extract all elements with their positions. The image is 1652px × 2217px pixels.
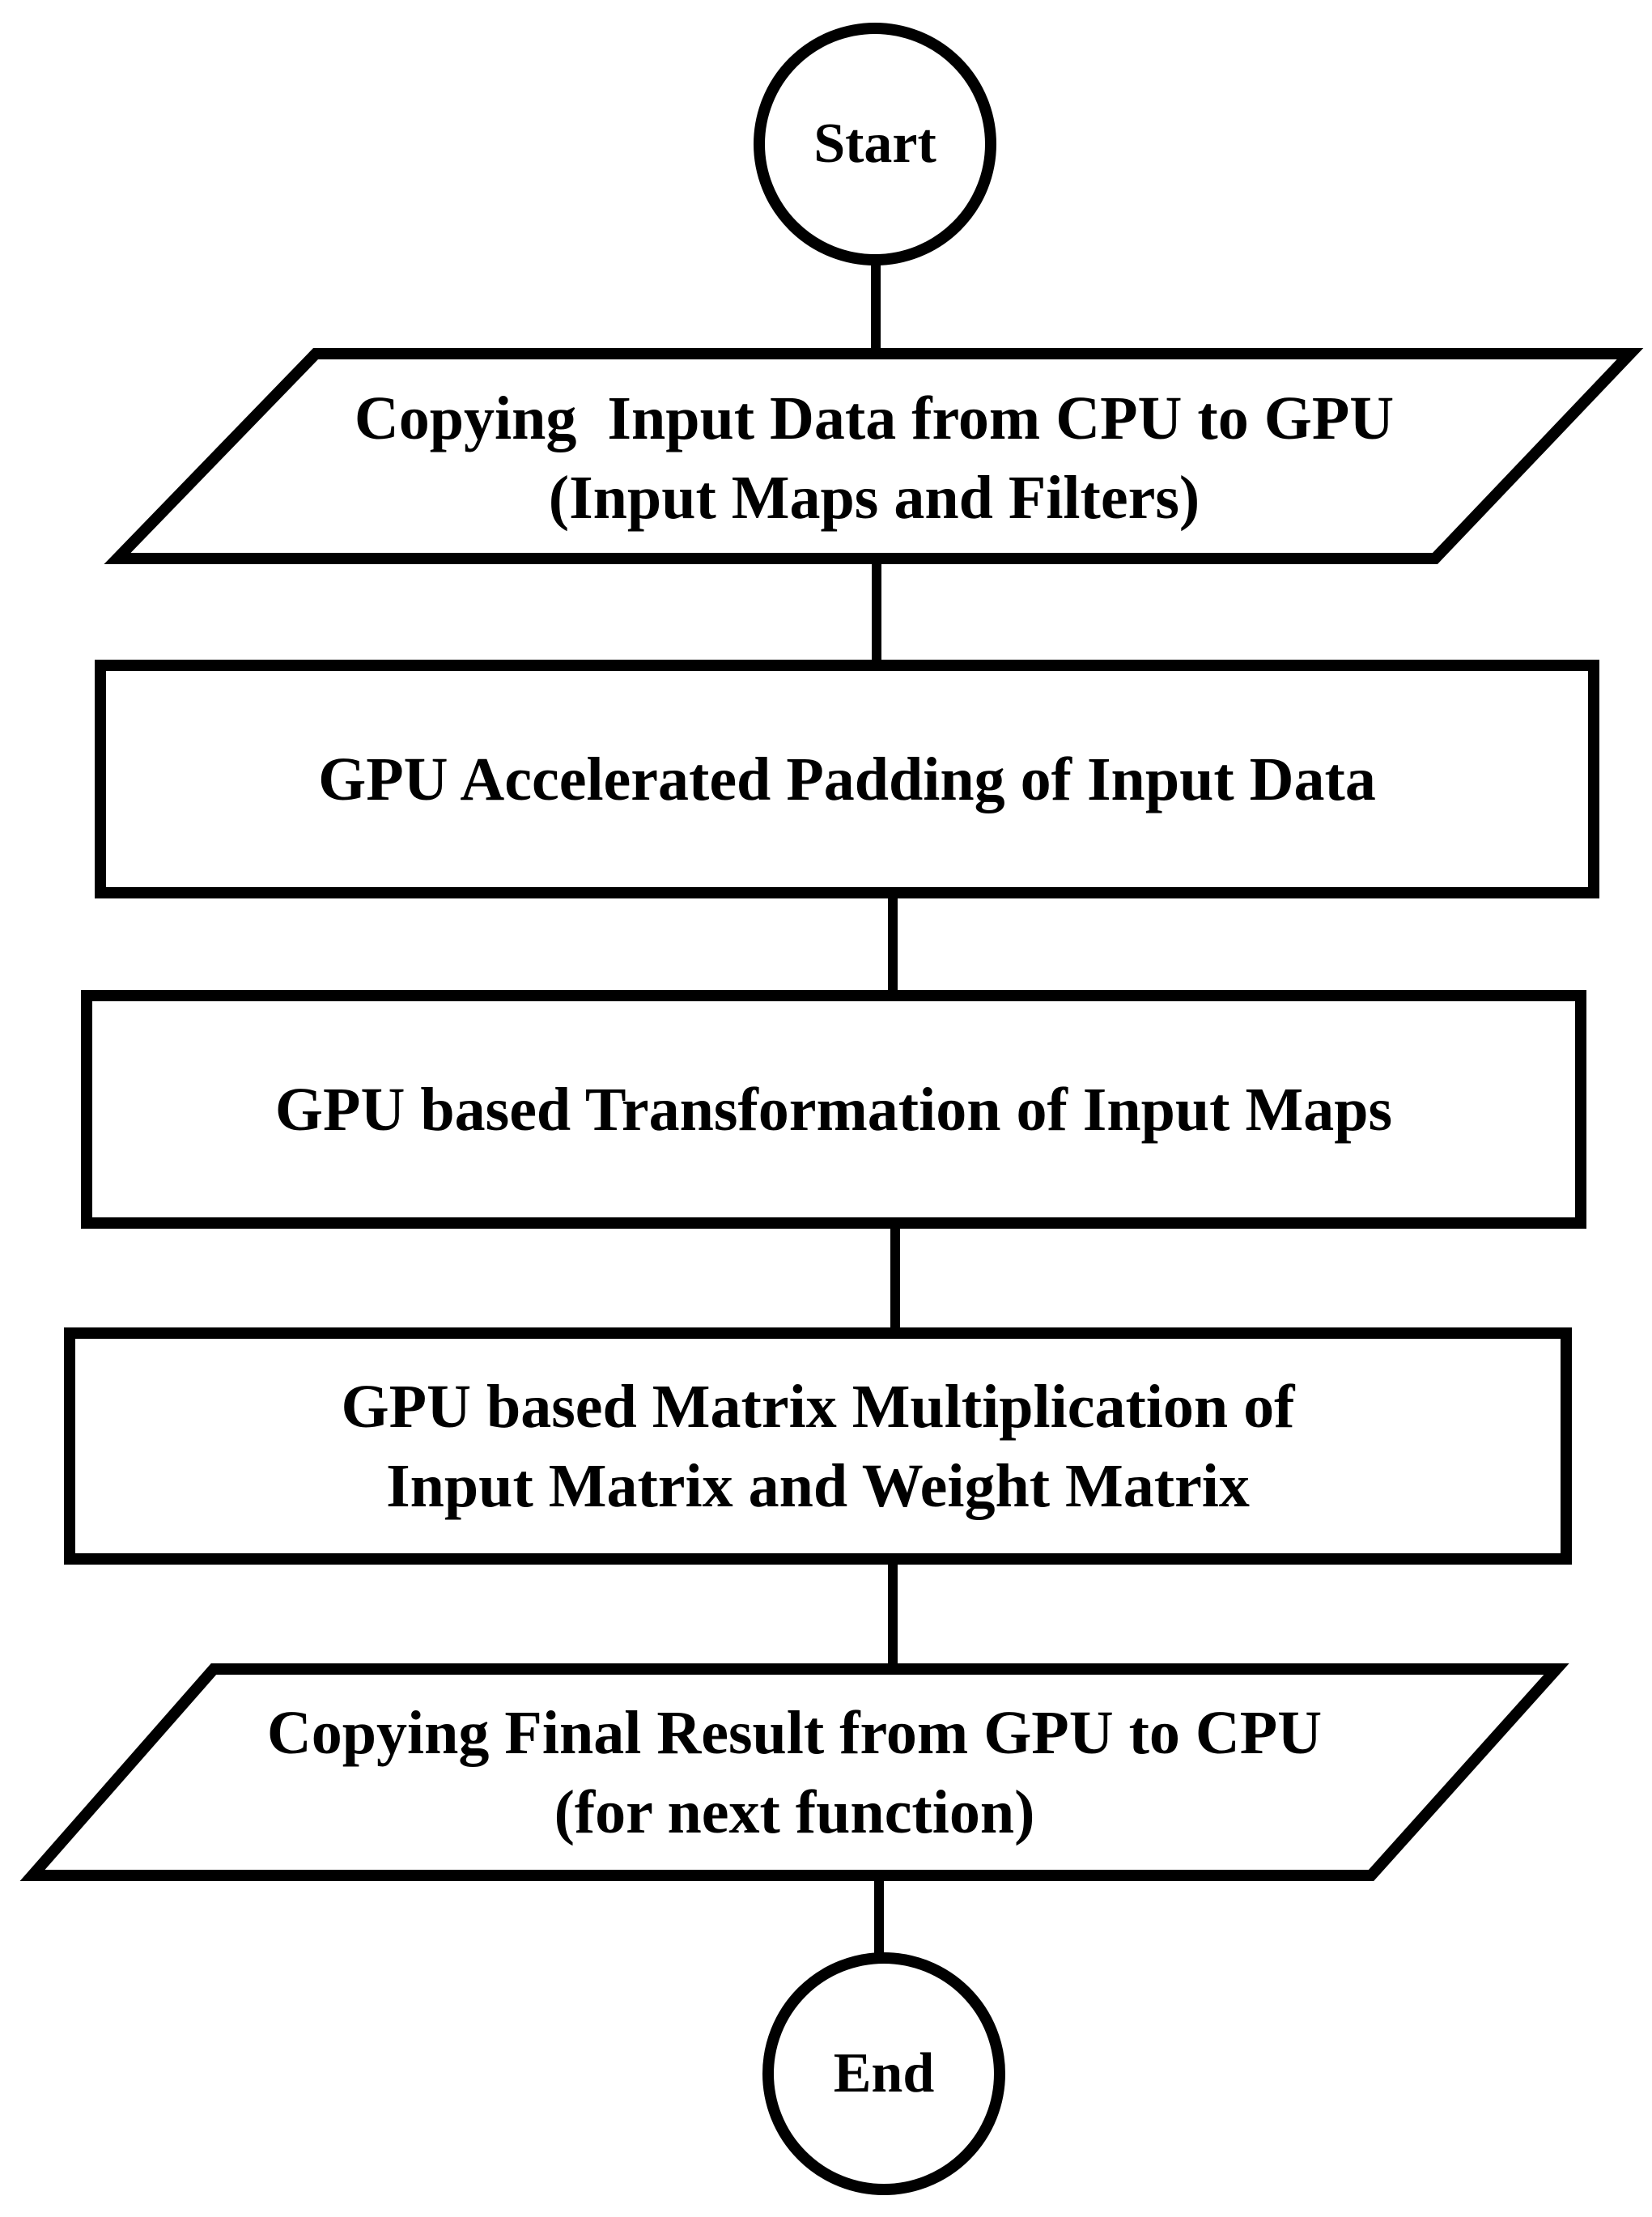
process-padding-shape xyxy=(95,660,1599,898)
io-copy-input-shape xyxy=(104,348,1644,564)
end-terminator-shape xyxy=(762,1952,1005,2195)
io-copy-result-shape xyxy=(19,1663,1569,1881)
start-terminator-shape xyxy=(754,23,996,265)
process-transform-shape xyxy=(81,990,1586,1229)
process-matmul-shape xyxy=(64,1327,1572,1565)
